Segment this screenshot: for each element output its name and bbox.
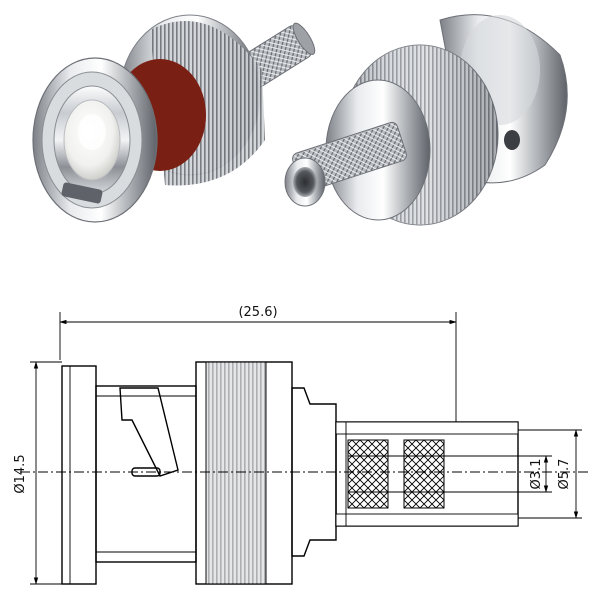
- knurl-block-1: [347, 439, 389, 509]
- connector-photo-right: [284, 14, 568, 226]
- front-flange: [61, 365, 97, 585]
- body: [95, 385, 197, 563]
- technical-drawing: (25.6) Ø14.5: [13, 305, 590, 585]
- crimp-diameter-dimension: Ø5.7: [557, 459, 572, 490]
- rear-step: [291, 387, 337, 557]
- body-diameter-dimension: Ø14.5: [13, 454, 28, 493]
- knurl-block-2: [403, 439, 445, 509]
- bayonet-slot: [119, 387, 179, 477]
- length-dimension: (25.6): [238, 305, 277, 320]
- pin-diameter-dimension: Ø3.1: [529, 459, 544, 490]
- connector-photo-left: [32, 14, 316, 223]
